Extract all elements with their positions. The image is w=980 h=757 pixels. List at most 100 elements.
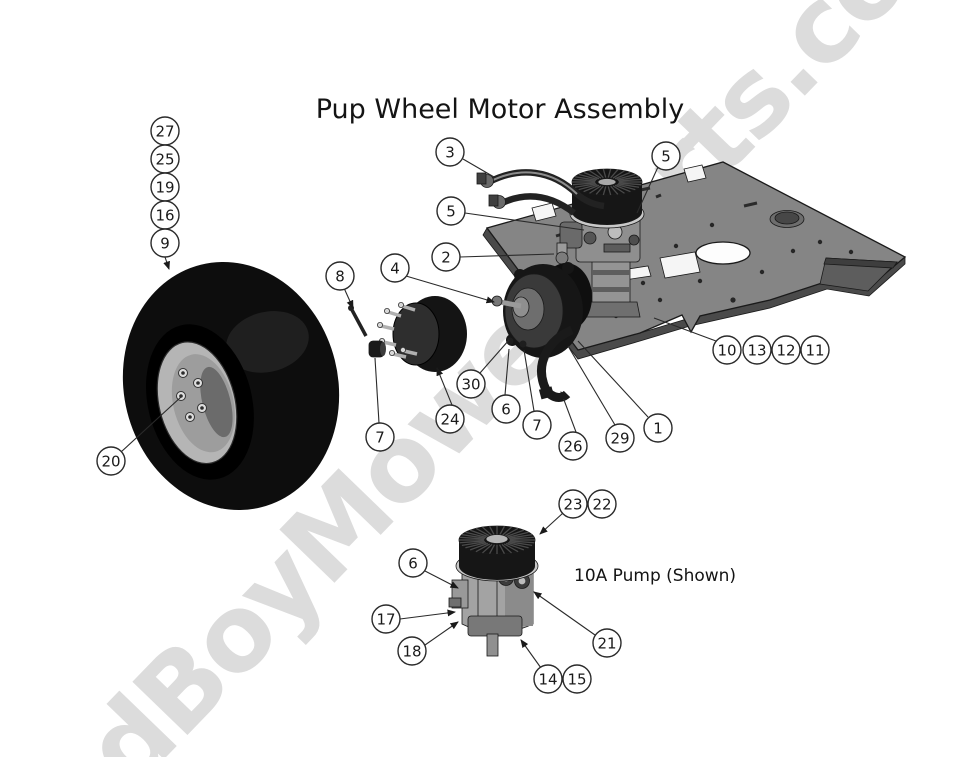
leader-line-30 [479,339,510,374]
svg-text:14: 14 [538,671,557,689]
svg-text:19: 19 [155,179,174,197]
balloon-14: 14 [533,664,563,694]
svg-text:18: 18 [402,643,421,661]
svg-text:11: 11 [805,342,824,360]
svg-text:25: 25 [155,151,174,169]
svg-text:22: 22 [592,496,611,514]
svg-text:6: 6 [408,555,418,573]
balloon-21: 21 [592,628,622,658]
svg-text:13: 13 [747,342,766,360]
leader-line-10 [653,317,717,342]
svg-text:26: 26 [563,438,582,456]
svg-text:7: 7 [375,429,385,447]
leader-line-7a [374,357,380,424]
balloon-5b: 5 [436,196,466,226]
wheel-motor-top-graphic [476,168,645,318]
fin-texture [572,168,642,196]
balloon-16: 16 [150,200,180,230]
balloon-3: 3 [435,137,465,167]
balloon-13: 13 [742,335,772,365]
leader-line-21 [533,591,596,636]
balloon-7b: 7 [522,410,552,440]
balloon-6a: 6 [491,394,521,424]
balloon-30: 30 [456,369,486,399]
svg-text:7: 7 [532,417,542,435]
balloon-8: 8 [325,261,355,291]
leader-line-5a [636,166,659,214]
svg-text:30: 30 [461,376,480,394]
svg-text:5: 5 [661,148,671,166]
balloon-27: 27 [150,116,180,146]
leader-line-4 [405,275,495,304]
leader-line-7b [523,349,535,412]
svg-text:6: 6 [501,401,511,419]
leader-line-6a [504,348,510,396]
balloon-23: 23 [558,489,588,519]
svg-text:1: 1 [653,420,663,438]
balloon-20: 20 [96,446,126,476]
balloon-6b: 6 [398,548,428,578]
balloon-22: 22 [587,489,617,519]
leader-line-18 [424,621,459,646]
leader-line-2 [459,253,555,258]
svg-text:5: 5 [446,203,456,221]
svg-text:17: 17 [376,611,395,629]
svg-text:9: 9 [160,235,170,253]
bolt-and-nut-graphic [348,305,386,358]
svg-text:24: 24 [440,411,459,429]
pump-variant-label: 10A Pump (Shown) [574,566,736,586]
balloon-2: 2 [431,242,461,272]
balloon-26: 26 [558,431,588,461]
leader-line-6b [424,570,459,589]
svg-text:3: 3 [445,144,455,162]
balloon-4: 4 [380,253,410,283]
wheel-motor-hub-graphic [491,262,592,402]
leader-line-8 [343,287,354,309]
balloon-29: 29 [605,423,635,453]
svg-text:21: 21 [597,635,616,653]
leader-line-24 [436,367,453,406]
leader-line-29 [567,345,616,426]
leader-line-20 [120,396,182,453]
svg-text:2: 2 [441,249,451,267]
svg-text:8: 8 [335,268,345,286]
tire-graphic [122,261,340,511]
leader-line-23 [539,512,564,535]
leader-line-14 [520,639,542,669]
leader-line-3 [462,158,495,178]
hub-graphic [376,296,467,372]
balloon-1: 1 [643,413,673,443]
svg-text:12: 12 [776,342,795,360]
svg-text:27: 27 [155,123,174,141]
balloon-19: 19 [150,172,180,202]
svg-text:29: 29 [610,430,629,448]
svg-text:10: 10 [717,342,736,360]
svg-text:23: 23 [563,496,582,514]
balloon-24: 24 [435,404,465,434]
balloon-10: 10 [712,335,742,365]
balloon-7a: 7 [365,422,395,452]
balloon-12: 12 [771,335,801,365]
svg-text:15: 15 [567,671,586,689]
balloon-17: 17 [371,604,401,634]
balloon-25: 25 [150,144,180,174]
leader-line-5b [464,212,585,231]
balloon-15: 15 [562,664,592,694]
balloon-18: 18 [397,636,427,666]
diagram-title: Pup Wheel Motor Assembly [316,94,685,125]
balloon-11: 11 [800,335,830,365]
lug-nuts-graphic [176,368,207,422]
leader-line-9 [163,256,170,270]
leader-line-1 [577,340,649,418]
svg-text:4: 4 [390,260,400,278]
balloon-5a: 5 [651,141,681,171]
fin-texture [459,525,535,555]
leader-line-26 [560,391,577,433]
pump-graphic [448,525,539,657]
leader-line-17 [399,609,456,620]
svg-text:16: 16 [155,207,174,225]
balloon-9: 9 [150,228,180,258]
